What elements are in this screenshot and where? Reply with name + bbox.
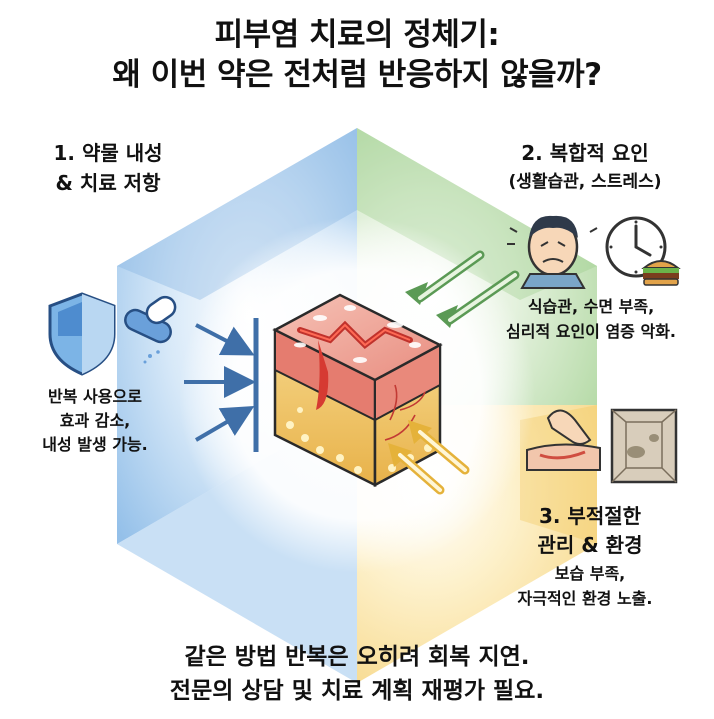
capsule-icon <box>124 295 177 364</box>
stressed-face-icon <box>507 215 598 289</box>
section-1-heading-line-1: 1. 약물 내성 <box>53 141 163 165</box>
burger-icon <box>641 260 681 286</box>
section-1-desc-line-2: 효과 감소, <box>59 411 131 430</box>
clock-icon <box>605 216 667 278</box>
scratching-hand-icon <box>526 409 601 472</box>
footer-line-1: 같은 방법 반복은 오히려 회복 지연. <box>184 644 530 670</box>
section-1-desc-line-3: 내성 발생 가능. <box>42 435 148 454</box>
green-arrows <box>405 250 520 328</box>
title-line-2: 왜 이번 약은 전처럼 반응하지 않을까? <box>112 57 602 93</box>
section-3-desc-line-1: 보습 부족, <box>554 564 626 583</box>
yellow-arrows <box>388 420 470 495</box>
section-1-heading-line-2: & 치료 저항 <box>55 171 161 195</box>
title-line-1: 피부염 치료의 정체기: <box>214 17 500 53</box>
blue-arrows <box>184 318 259 452</box>
moldy-room-icon <box>610 408 678 484</box>
section-2-heading-line-1: 2. 복합적 요인 <box>521 141 649 165</box>
section-2-heading-line-2: (생활습관, 스트레스) <box>508 172 662 192</box>
section-3-heading-line-2: 관리 & 환경 <box>537 533 643 557</box>
section-1-desc-line-1: 반복 사용으로 <box>48 387 142 406</box>
section-3-desc-line-2: 자극적인 환경 노출. <box>517 589 653 608</box>
shield-icon <box>48 292 116 376</box>
section-2-desc-line-1: 식습관, 수면 부족, <box>527 297 655 316</box>
footer-line-2: 전문의 상담 및 치료 계획 재평가 필요. <box>169 678 545 704</box>
skin-cross-section-icon <box>272 293 443 488</box>
section-3-heading-line-1: 3. 부적절한 <box>538 504 642 528</box>
section-2-desc-line-2: 심리적 요인이 염증 악화. <box>506 322 676 341</box>
